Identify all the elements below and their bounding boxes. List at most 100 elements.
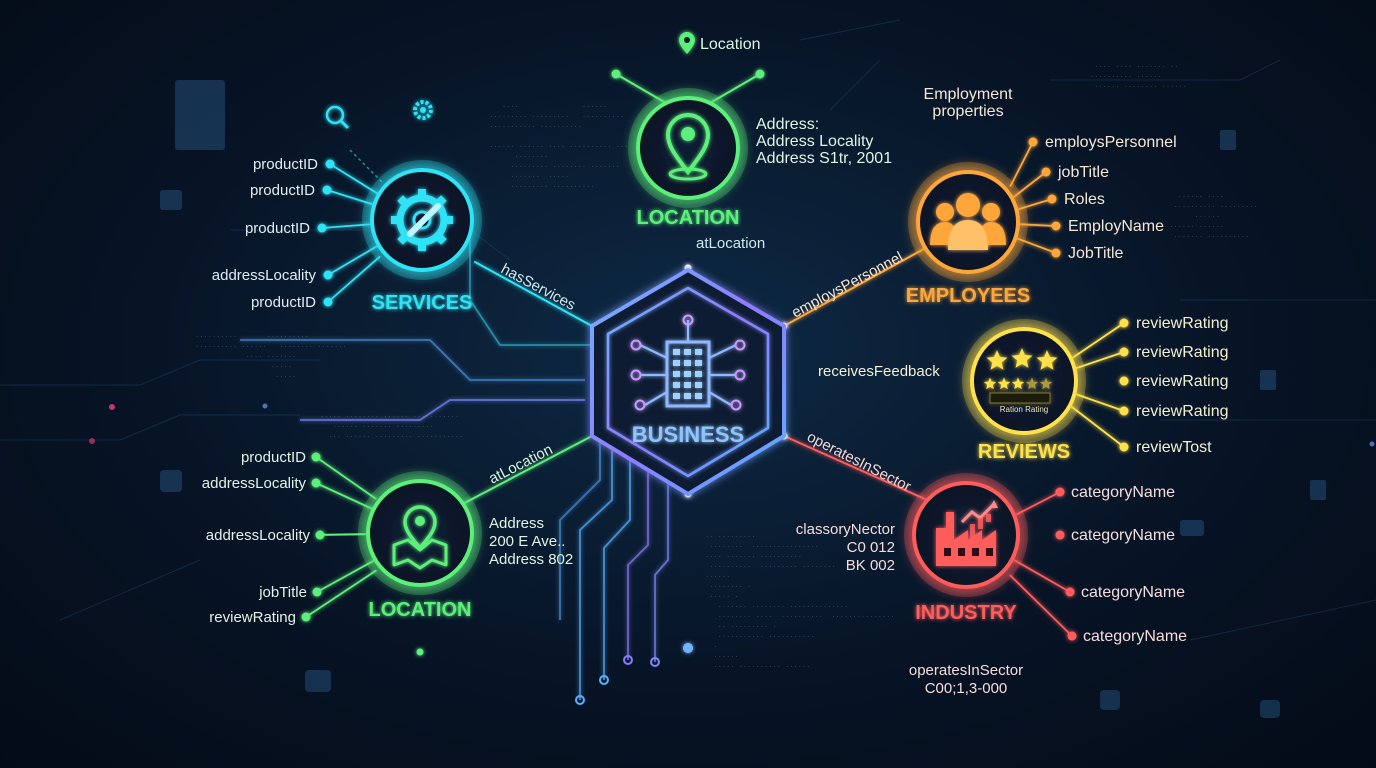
- circuit-trace: [579, 448, 613, 700]
- edge-label-atLocation-top: atLocation: [696, 235, 765, 252]
- employees-item-label: Roles: [1064, 191, 1105, 208]
- location-item-dot: [315, 530, 325, 540]
- connector-line: [349, 149, 386, 186]
- map-pin-icon: [679, 32, 695, 54]
- circuit-trace: [240, 339, 585, 381]
- services-item-label: productID: [245, 220, 310, 237]
- circuit-trace-end: [623, 655, 633, 665]
- reviews-item-label: reviewRating: [1136, 344, 1228, 361]
- employees-item-dot: [1047, 194, 1057, 204]
- services-node[interactable]: [362, 160, 482, 280]
- services-item-dot: [322, 185, 332, 195]
- employees-title: EMPLOYEES: [906, 285, 1030, 307]
- industry-code-line: classoryNector: [796, 521, 895, 538]
- location-item-dot: [301, 612, 311, 622]
- connector-line: [327, 255, 381, 303]
- factory-chart-icon: [936, 500, 998, 566]
- services-title: SERVICES: [372, 292, 473, 314]
- gear-icon: [413, 100, 433, 120]
- industry-item-label: categoryName: [1071, 527, 1175, 544]
- location-top-header: Location: [700, 36, 761, 53]
- node-glow-ring: [908, 162, 1028, 282]
- connector-line: [315, 456, 377, 500]
- circuit-trace-end: [599, 675, 609, 685]
- services-item-label: productID: [250, 182, 315, 199]
- connector-dot: [611, 69, 621, 79]
- industry-node[interactable]: [904, 473, 1028, 597]
- map-pin-icon: [665, 113, 711, 181]
- location-top-address-line: Address:: [756, 116, 819, 133]
- services-item-dot: [325, 159, 335, 169]
- employees-header-line: properties: [932, 103, 1003, 120]
- edge-label-operatesInSector: operatesInSector: [804, 428, 914, 495]
- background-code-snippet: ..... ........ ...... ... ....... ......…: [320, 411, 464, 439]
- location-item-dot: [311, 452, 321, 462]
- business-title: BUSINESS: [632, 422, 744, 447]
- reviews-badge-text: Ration Rating: [1000, 405, 1048, 414]
- circuit-endpoint: [683, 643, 693, 653]
- location-bottom-address-line: 200 E Ave..: [489, 533, 565, 550]
- node-ring: [636, 96, 740, 200]
- location-bottom-node[interactable]: [358, 471, 482, 595]
- background-code-snippet: ...... ...... .... .......... ... ......…: [489, 141, 629, 189]
- employees-item-dot: [1051, 248, 1061, 258]
- connector-line: [454, 435, 593, 509]
- location-item-label: addressLocality: [202, 475, 307, 492]
- services-item-dot: [323, 270, 333, 280]
- location-top-address-line: Address S1tr, 2001: [756, 150, 892, 167]
- reviews-item-dot: [1119, 442, 1129, 452]
- office-building-icon: [630, 314, 746, 411]
- background-code-snippet: .......... .......... .......... ...... …: [195, 331, 347, 379]
- reviews-item-label: reviewRating: [1136, 315, 1228, 332]
- node-ring: [970, 327, 1078, 435]
- location-top-title: LOCATION: [637, 207, 740, 229]
- circuit-trace: [627, 472, 649, 660]
- node-glow-ring: [628, 88, 748, 208]
- employees-header-line: Employment: [924, 86, 1013, 103]
- services-item-label: productID: [251, 294, 316, 311]
- services-item-label: addressLocality: [212, 267, 317, 284]
- industry-item-dot: [1055, 530, 1065, 540]
- employees-node[interactable]: [908, 162, 1028, 282]
- location-bottom-address-line: Address 802: [489, 551, 573, 568]
- reviews-item-dot: [1119, 318, 1129, 328]
- employees-item-label: EmployName: [1068, 218, 1164, 235]
- connector-line: [783, 239, 941, 327]
- circuit-trace-end: [575, 695, 585, 705]
- edge-label-atLocation-bottom: atLocation: [486, 441, 555, 488]
- node-glow-ring: [962, 319, 1086, 443]
- services-item-dot: [317, 223, 327, 233]
- employees-item-dot: [1028, 137, 1038, 147]
- business-node[interactable]: [590, 268, 786, 496]
- people-group-icon: [930, 193, 1006, 250]
- industry-item-dot: [1065, 587, 1075, 597]
- reviews-item-label: reviewTost: [1136, 439, 1212, 456]
- location-item-label: jobTitle: [258, 584, 307, 601]
- connector-line: [1009, 574, 1073, 637]
- employees-item-dot: [1041, 167, 1051, 177]
- reviews-node[interactable]: [962, 319, 1086, 443]
- location-top-node[interactable]: [628, 88, 748, 208]
- location-bottom-title: LOCATION: [369, 599, 472, 621]
- circuit-trace: [654, 484, 669, 662]
- reviews-item-dot: [1119, 406, 1129, 416]
- employees-item-dot: [1051, 221, 1061, 231]
- gear-wrench-icon: [391, 189, 453, 251]
- background-code-snippet: ...... .... .......... ......... ...... …: [1169, 191, 1258, 239]
- circuit-trace: [300, 399, 585, 421]
- industry-title: INDUSTRY: [915, 602, 1017, 624]
- circuit-trace: [603, 460, 631, 680]
- industry-footer-line: C00;1,3-000: [925, 680, 1008, 697]
- reviews-item-dot: [1119, 347, 1129, 357]
- background-code-snippet: .... ...... ......... ......... ........…: [489, 101, 625, 129]
- services-item-dot: [323, 297, 333, 307]
- node-glow-ring: [362, 160, 482, 280]
- edge-label-receivesFeedback: receivesFeedback: [818, 363, 940, 380]
- connector-line: [474, 261, 593, 327]
- industry-item-label: categoryName: [1071, 484, 1175, 501]
- employees-item-label: jobTitle: [1057, 164, 1109, 181]
- location-top-address-line: Address Locality: [756, 133, 873, 150]
- industry-item-label: categoryName: [1083, 628, 1187, 645]
- map-pin-map-icon: [392, 505, 448, 570]
